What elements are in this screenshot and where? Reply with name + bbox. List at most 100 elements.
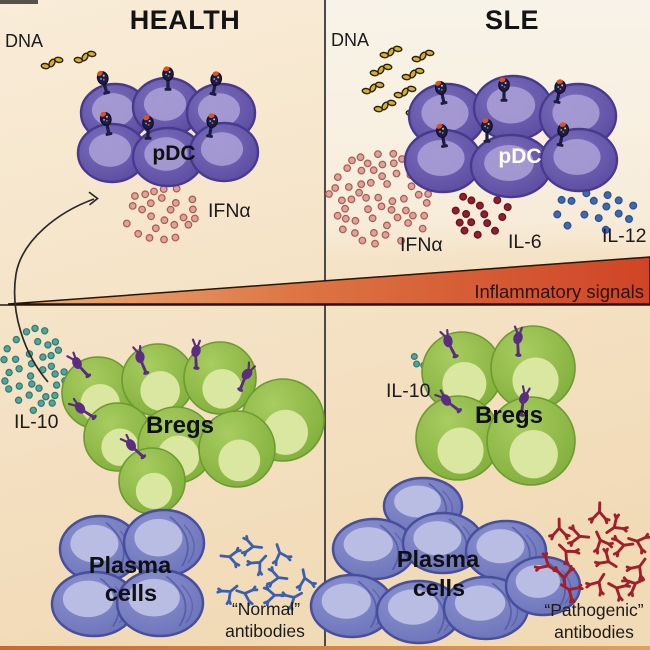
cytokine-dot bbox=[455, 218, 464, 227]
breg-cell bbox=[415, 395, 501, 481]
breg-receptor-icon bbox=[66, 351, 92, 379]
ifna-label-right: IFNα bbox=[400, 234, 443, 256]
cytokine-dot bbox=[179, 213, 188, 222]
feedback-arrow bbox=[13, 191, 99, 383]
cytokine-dot bbox=[341, 214, 350, 223]
cytokine-dot bbox=[378, 160, 387, 169]
antibody-y-icon bbox=[240, 535, 264, 557]
antibody-y-icon bbox=[607, 581, 632, 602]
cytokine-dot bbox=[467, 218, 476, 227]
dna-fragment-icon bbox=[40, 56, 64, 70]
antibody-y-icon bbox=[621, 576, 646, 598]
cytokine-dot bbox=[146, 199, 155, 208]
pdc-cell bbox=[76, 122, 148, 184]
cytokine-dot bbox=[26, 372, 35, 380]
edge-artifact bbox=[0, 0, 38, 4]
cytokine-dot bbox=[357, 180, 366, 189]
bregs-label-left: Bregs bbox=[146, 412, 214, 439]
antibody-y-icon bbox=[625, 557, 647, 582]
cytokine-dot bbox=[1, 377, 9, 385]
cytokine-dot bbox=[325, 190, 333, 198]
cytokine-dot bbox=[475, 201, 484, 210]
pdc-dna-sensor-receptor-icon bbox=[162, 66, 174, 91]
ifna-right-dots bbox=[325, 149, 436, 248]
breg-receptor-icon bbox=[439, 329, 459, 359]
pdc-cell bbox=[539, 127, 619, 193]
antibody-y-icon bbox=[548, 517, 571, 541]
arrow-curve bbox=[13, 198, 95, 383]
cytokine-dot bbox=[171, 233, 180, 242]
breg-cell bbox=[490, 325, 576, 411]
cytokine-dot bbox=[145, 233, 154, 242]
antibody-y-icon bbox=[611, 534, 635, 558]
cytokine-dot bbox=[128, 201, 137, 210]
cytokine-dot bbox=[141, 190, 150, 199]
bottom-border-bar bbox=[0, 646, 650, 650]
dna-fragment-icon bbox=[369, 63, 393, 77]
cytokine-dot bbox=[166, 205, 175, 214]
pdc-dna-sensor-receptor-icon bbox=[142, 115, 154, 140]
cytokine-dot bbox=[4, 385, 13, 393]
il6-label: IL-6 bbox=[508, 231, 542, 253]
cytokine-dot bbox=[351, 229, 359, 237]
breg-receptor-icon bbox=[191, 338, 202, 370]
cytokine-dot bbox=[25, 391, 33, 399]
cytokine-dot bbox=[147, 212, 156, 221]
dna-label-right: DNA bbox=[331, 30, 369, 50]
antibody-y-icon bbox=[280, 591, 304, 611]
normal-antibodies-label-line1: “Normal” bbox=[232, 599, 300, 619]
cytokine-dot bbox=[15, 382, 23, 390]
cytokine-dot bbox=[366, 178, 375, 187]
antibody-y-icon bbox=[627, 532, 650, 555]
cytokine-dot bbox=[47, 351, 55, 360]
il10-label-left: IL-10 bbox=[14, 411, 59, 433]
cytokine-dot bbox=[388, 197, 397, 206]
bregs-label-right: Bregs bbox=[475, 402, 543, 429]
cytokine-dot bbox=[389, 159, 398, 168]
breg-cell bbox=[118, 447, 186, 515]
cytokine-dot bbox=[624, 215, 633, 224]
cytokine-dot bbox=[602, 202, 611, 211]
cytokine-dot bbox=[138, 205, 147, 214]
cytokine-dot bbox=[122, 219, 131, 228]
cytokine-dot bbox=[34, 337, 42, 346]
cytokine-dots-layer bbox=[0, 149, 638, 414]
antibody-y-icon bbox=[533, 552, 558, 573]
cytokine-dot bbox=[589, 196, 598, 205]
normal-antibodies bbox=[216, 535, 317, 611]
breg-receptor-icon bbox=[518, 385, 531, 417]
cytokine-dot bbox=[28, 380, 36, 388]
cytokine-dot bbox=[358, 236, 367, 245]
antibody-y-icon bbox=[219, 546, 242, 569]
sle-title: SLE bbox=[485, 5, 539, 35]
cytokine-dot bbox=[52, 381, 61, 389]
antibody-y-icon bbox=[585, 572, 606, 597]
cytokine-dot bbox=[413, 360, 421, 368]
antibody-y-icon bbox=[235, 585, 259, 607]
cytokine-dot bbox=[364, 205, 372, 214]
cytokine-dot bbox=[184, 220, 193, 229]
breg-receptor-icon bbox=[67, 397, 97, 421]
cytokine-dot bbox=[557, 195, 566, 204]
cytokine-dot bbox=[31, 324, 39, 333]
cytokine-dot bbox=[35, 384, 43, 392]
breg-cell bbox=[121, 343, 195, 417]
cytokine-dot bbox=[459, 192, 468, 201]
antibody-y-icon bbox=[593, 530, 614, 555]
cytokine-dot bbox=[402, 206, 410, 215]
breg-cell bbox=[183, 341, 257, 415]
cytokine-dot bbox=[331, 184, 340, 192]
cytokine-dot bbox=[480, 210, 489, 219]
cytokine-dot bbox=[134, 229, 143, 238]
cytokine-dot bbox=[190, 214, 199, 223]
breg-receptor-icon bbox=[132, 344, 150, 375]
dna-fragment-icon bbox=[73, 50, 97, 64]
cytokine-dot bbox=[41, 327, 49, 335]
antibody-y-icon bbox=[246, 554, 268, 577]
antibodies-layer bbox=[216, 501, 650, 611]
cytokine-dot bbox=[39, 353, 47, 361]
cytokine-dot bbox=[387, 205, 396, 214]
cytokine-dot bbox=[47, 362, 56, 370]
cytokine-dot bbox=[491, 226, 500, 235]
breg-cell bbox=[486, 396, 576, 486]
